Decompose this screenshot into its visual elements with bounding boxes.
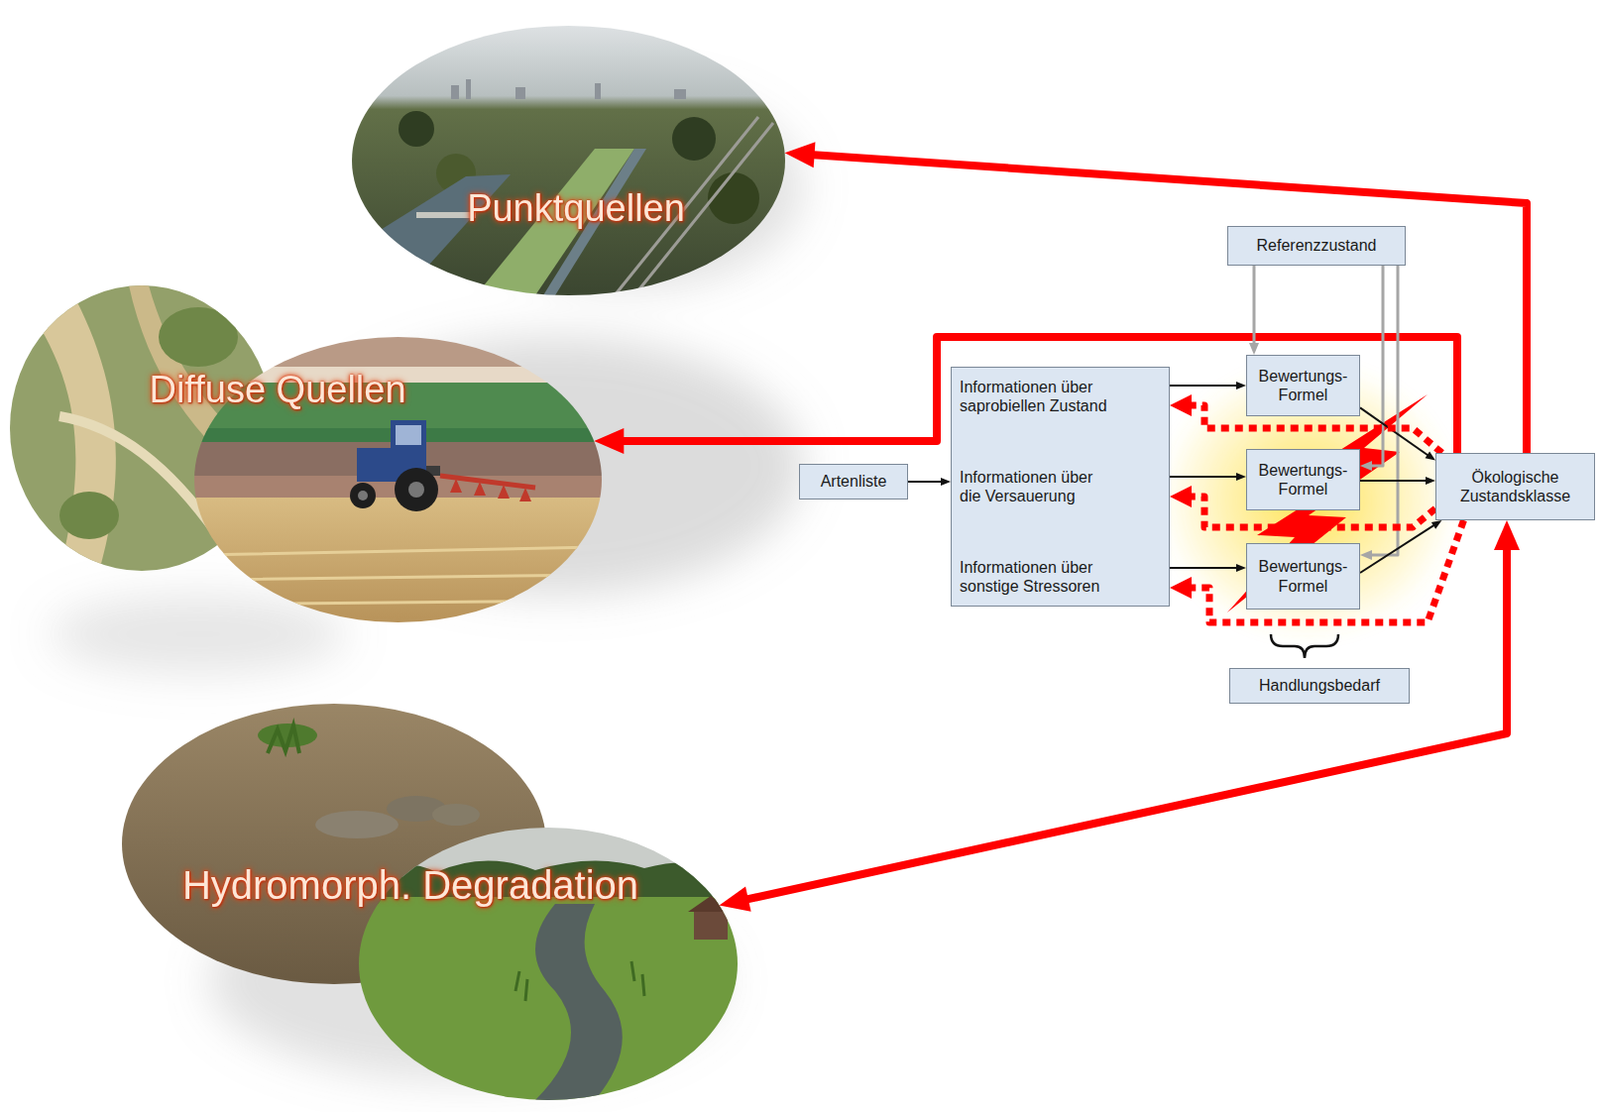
illustration-part — [416, 212, 476, 219]
photo-city — [351, 25, 786, 296]
arrow-head — [1425, 452, 1436, 461]
reference-box: Referenzzustand — [1227, 226, 1406, 266]
box-label: Informationen über saprobiellen Zustand — [959, 377, 1113, 416]
box-label: Artenliste — [820, 471, 888, 491]
illustration-part — [515, 87, 526, 100]
connector-line — [1367, 265, 1398, 556]
connector-line — [1169, 384, 1241, 387]
box-label: Ökologische Zustandsklasse — [1442, 467, 1589, 506]
connector — [1169, 520, 1465, 623]
illustration-part — [465, 79, 471, 100]
illustration-part — [194, 547, 602, 605]
arrow-head — [1169, 394, 1192, 417]
connector-line — [1360, 523, 1437, 573]
illustration-part — [394, 467, 439, 512]
box-label: Handlungsbedarf — [1258, 676, 1380, 695]
arrow-head — [1360, 550, 1372, 561]
illustration-part — [351, 25, 786, 296]
illustration-part — [158, 307, 238, 367]
illustration-part — [194, 497, 602, 623]
connector — [1169, 472, 1247, 481]
photo-label: Hydromorph. Degradation — [182, 863, 639, 908]
illustration-part — [535, 904, 623, 1101]
process-box: Artenliste — [799, 463, 909, 500]
arrow-head — [1493, 520, 1520, 551]
box-label: Bewertungs-Formel — [1253, 460, 1354, 499]
connector-line — [1253, 265, 1257, 348]
arrow-head — [785, 141, 816, 168]
photo-label: Punktquellen — [466, 188, 686, 230]
arrow-head — [1425, 476, 1436, 485]
illustration-part — [49, 594, 347, 675]
action-box: Handlungsbedarf — [1229, 668, 1410, 704]
illustration-part — [267, 725, 300, 754]
info-box: Informationen über saprobiellen ZustandI… — [950, 366, 1170, 607]
illustration-part — [59, 491, 119, 540]
connector-line — [1169, 567, 1241, 570]
arrow-head — [1360, 460, 1372, 471]
formula-box: Bewertungs-Formel — [1246, 354, 1361, 417]
connector — [1249, 265, 1259, 355]
photo-ellipse: Punktquellen — [351, 25, 786, 296]
illustration-part — [315, 810, 399, 839]
arrow-head — [1249, 342, 1259, 355]
illustration-part — [450, 478, 532, 502]
illustration-part — [390, 420, 427, 453]
illustration-part — [398, 111, 435, 147]
lightning-bolt — [1159, 361, 1458, 640]
illustration-part — [707, 172, 760, 225]
illustration-part — [674, 89, 686, 100]
photo-ellipse: Diffuse Quellen — [194, 337, 602, 623]
brace — [1270, 634, 1339, 659]
illustration-part — [432, 803, 480, 826]
illustration-part — [358, 897, 738, 1101]
connector — [1169, 564, 1247, 572]
illustration-part — [408, 481, 425, 498]
arrow-head — [719, 886, 752, 912]
arrow-head — [1431, 520, 1443, 530]
arrow-head — [1236, 381, 1247, 390]
connector-line — [908, 480, 945, 483]
photo-ellipse: Hydromorph. Degradation — [118, 701, 744, 1103]
connector — [1360, 476, 1436, 485]
box-label: Informationen über sonstige Stressoren — [959, 558, 1113, 596]
illustration-part — [395, 425, 422, 446]
illustration-part — [515, 961, 645, 1002]
illustration-part — [1159, 361, 1458, 640]
box-label: Bewertungs-Formel — [1253, 366, 1354, 405]
connector — [1360, 407, 1436, 460]
illustration-part — [349, 482, 376, 509]
illustration-part — [194, 337, 602, 367]
illustration-part — [594, 83, 601, 100]
arrow-head — [1169, 485, 1192, 508]
box-label: Informationen über die Versauerung — [959, 467, 1113, 506]
illustration-part — [693, 910, 728, 940]
arrow-head — [1169, 576, 1192, 599]
illustration-part — [672, 116, 716, 161]
formula-box: Bewertungs-Formel — [1246, 449, 1361, 511]
connector-line — [1367, 265, 1383, 466]
arrow-head — [1236, 472, 1247, 481]
photo-label: Diffuse Quellen — [148, 369, 406, 412]
connector — [1169, 381, 1247, 390]
box-label: Referenzzustand — [1257, 235, 1377, 255]
connector-line — [1360, 479, 1430, 482]
illustration-part — [357, 490, 368, 501]
illustration-part — [451, 85, 459, 100]
box-label: Bewertungs-Formel — [1253, 557, 1354, 595]
connector — [908, 477, 951, 486]
result-box: Ökologische Zustandsklasse — [1435, 453, 1596, 521]
arrow-head — [593, 428, 624, 455]
connector — [1360, 265, 1383, 471]
connector-line — [1182, 520, 1464, 623]
arrow-head — [940, 477, 951, 486]
connector-line — [1169, 475, 1241, 478]
formula-box: Bewertungs-Formel — [1246, 543, 1361, 610]
arrow-head — [1236, 564, 1247, 572]
